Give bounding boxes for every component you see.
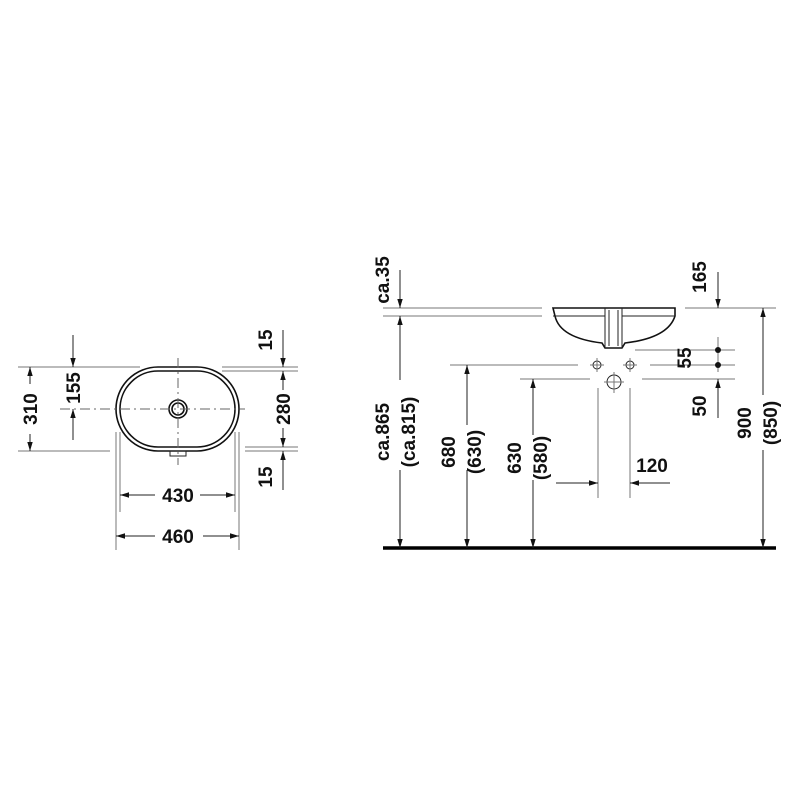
elevation-view: ca.35 ca.865 (ca.815) 680 (630) 630 (580…: [373, 256, 782, 550]
dim-inner-depth: 280: [274, 393, 295, 425]
dim-counter-height: ca.865: [373, 403, 394, 462]
dim-tap-height: 680: [439, 436, 460, 468]
plan-view: 310 155 15 280 15 430 460: [18, 329, 298, 550]
dim-waste-height-alt: (580): [531, 436, 552, 480]
dim-rim-height-alt: (850): [761, 401, 782, 445]
basin-section: [551, 307, 676, 349]
dim-waste-height: 630: [505, 442, 526, 474]
overflow-icon: [169, 450, 187, 457]
dim-basin-depth: 165: [690, 261, 711, 293]
dim-point-icon: [715, 362, 721, 368]
dim-waste-width: 120: [636, 456, 668, 477]
dim-center-offset: 155: [64, 372, 85, 404]
dim-counter-thickness: ca.35: [373, 256, 394, 304]
dim-inner-width: 430: [162, 486, 194, 507]
dim-counter-height-alt: (ca.815): [399, 397, 420, 468]
dim-point-icon: [715, 347, 721, 353]
dim-rim-top: 15: [256, 329, 277, 351]
dim-overall-width: 460: [162, 527, 194, 548]
dim-tap-height-alt: (630): [465, 430, 486, 474]
dim-waste-offset: 50: [690, 395, 711, 416]
dim-rim-bottom: 15: [256, 466, 277, 488]
dim-overall-depth: 310: [21, 393, 42, 425]
dim-tap-spacing: 55: [675, 347, 696, 369]
dim-rim-height: 900: [735, 407, 756, 439]
